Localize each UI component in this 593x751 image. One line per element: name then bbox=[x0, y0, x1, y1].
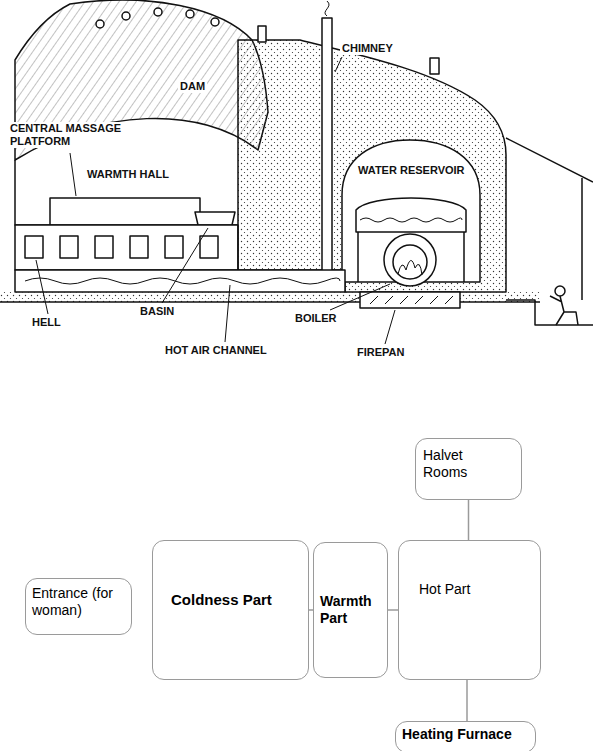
leader-line bbox=[225, 285, 230, 342]
stoker-body bbox=[550, 296, 578, 325]
hypocaust-pillar bbox=[200, 236, 218, 258]
part-label: BASIN bbox=[138, 305, 176, 318]
stoker-head bbox=[555, 286, 565, 296]
boiler-door bbox=[393, 245, 427, 279]
connector-line bbox=[388, 609, 398, 611]
massage-platform bbox=[50, 198, 200, 225]
area-box: Warmth Part bbox=[313, 542, 388, 678]
hypocaust-pillar bbox=[60, 236, 78, 258]
part-label: HOT AIR CHANNEL bbox=[163, 344, 269, 357]
skylight bbox=[211, 18, 219, 26]
area-name: Warmth Part bbox=[320, 593, 380, 627]
part-label: CENTRAL MASSAGE PLATFORM bbox=[8, 122, 134, 148]
leader-line bbox=[36, 260, 48, 314]
skylight bbox=[154, 8, 162, 16]
leader-line bbox=[330, 284, 390, 310]
leader-line bbox=[70, 153, 76, 196]
chimney bbox=[322, 18, 332, 288]
skylight bbox=[96, 20, 104, 28]
area-name: Entrance (for woman) bbox=[32, 585, 114, 619]
area-name: Hot Part bbox=[419, 581, 519, 598]
hypocaust-pillar bbox=[130, 236, 148, 258]
area-name: Coldness Part bbox=[171, 591, 289, 608]
hall-wall-floor bbox=[15, 160, 238, 225]
fire bbox=[398, 260, 422, 275]
part-label: WATER RESERVOIR bbox=[356, 164, 467, 177]
reservoir-chamber bbox=[342, 140, 480, 282]
area-box: Coldness Part bbox=[152, 540, 309, 680]
area-name: Heating Furnace bbox=[402, 726, 528, 743]
section-drawing bbox=[0, 0, 593, 344]
hypocaust-pillar bbox=[25, 236, 43, 258]
area-name: Halvet Rooms bbox=[423, 447, 485, 481]
hypocaust bbox=[15, 225, 238, 270]
leader-line bbox=[385, 310, 395, 344]
skylight bbox=[186, 10, 194, 18]
part-label: FIREPAN bbox=[355, 346, 406, 359]
area-box: Hot Part bbox=[398, 540, 541, 680]
area-box: Halvet Rooms bbox=[415, 438, 522, 500]
water-surface bbox=[360, 218, 462, 222]
stoker-shed bbox=[506, 138, 593, 325]
smoke bbox=[325, 1, 329, 16]
connector-line bbox=[468, 500, 470, 540]
vent bbox=[430, 58, 439, 74]
part-label: DAM bbox=[178, 80, 207, 93]
small-pipe bbox=[258, 26, 266, 42]
leader-line bbox=[335, 57, 342, 72]
basin bbox=[195, 212, 235, 225]
connector-line bbox=[466, 680, 468, 721]
embers bbox=[370, 296, 453, 304]
area-box: Entrance (for woman) bbox=[25, 578, 132, 635]
part-label: CHIMNEY bbox=[340, 42, 395, 55]
hot-air-flow bbox=[25, 278, 340, 284]
part-label: BOILER bbox=[293, 312, 339, 325]
area-box: Heating Furnace bbox=[395, 721, 536, 751]
masonry-mass bbox=[238, 40, 506, 292]
part-label: WARMTH HALL bbox=[85, 168, 171, 181]
water-tank bbox=[356, 198, 466, 232]
firepan bbox=[360, 292, 460, 308]
part-label: HELL bbox=[30, 316, 63, 329]
hypocaust-pillar bbox=[165, 236, 183, 258]
leader-line bbox=[162, 228, 208, 303]
boiler bbox=[384, 234, 436, 286]
skylight bbox=[122, 12, 130, 20]
hypocaust-pillar bbox=[95, 236, 113, 258]
